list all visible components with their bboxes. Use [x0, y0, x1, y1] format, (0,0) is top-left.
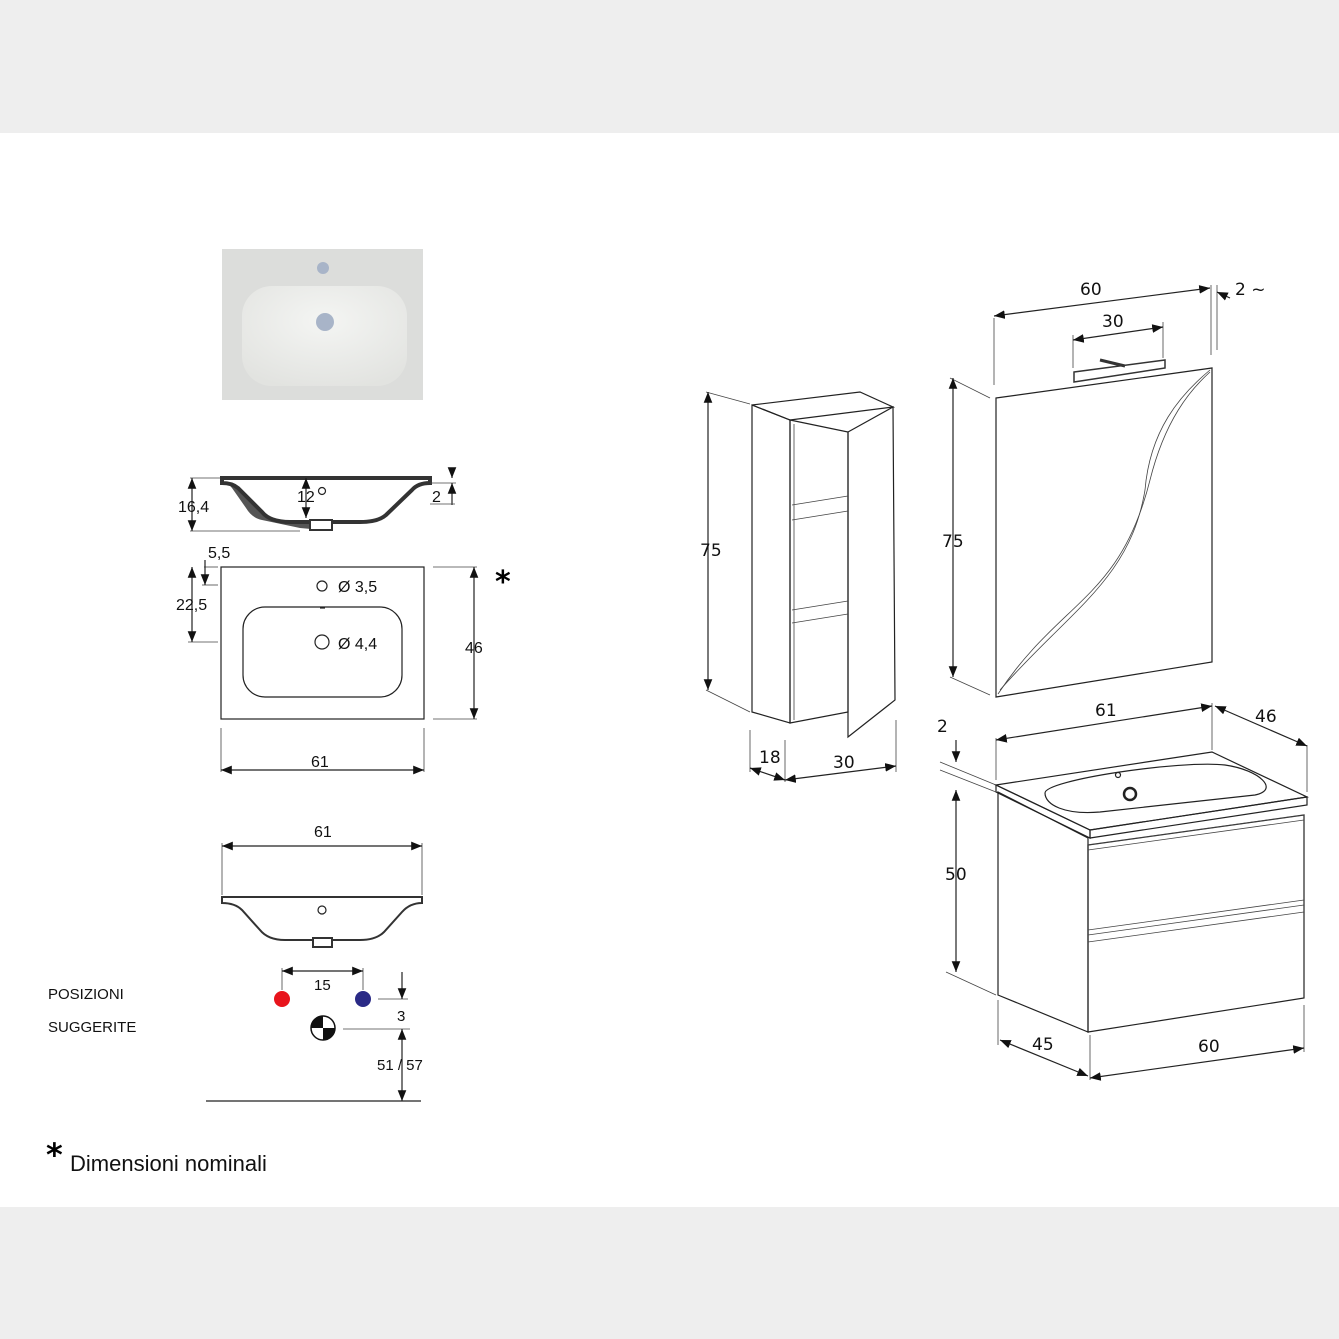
dim-drain-hole: Ø 4,4: [338, 636, 377, 653]
dim-offset: 3: [397, 1008, 405, 1025]
footnote-text: Dimensioni nominali: [70, 1151, 267, 1176]
dim-plan-depth: 46: [465, 640, 483, 657]
basin-photo: [222, 249, 423, 400]
dim-vanity-depth: 45: [1032, 1035, 1054, 1055]
mirror: [948, 285, 1231, 698]
dim-mirror-offset: 2 ~: [1235, 280, 1265, 300]
hot-water-marker: [274, 991, 290, 1007]
dim-plan-width: 61: [311, 754, 329, 771]
dim-front-width: 61: [314, 824, 332, 841]
bottom-band: [0, 1207, 1339, 1339]
dim-cabinet-width: 30: [833, 753, 855, 773]
top-band: [0, 0, 1339, 133]
dim-cabinet-depth: 18: [759, 748, 781, 768]
dim-top-thickness: 2: [937, 717, 948, 737]
dim-mirror-height: 75: [942, 532, 964, 552]
dim-section-rim: 2: [432, 489, 441, 506]
positions-label-line2: SUGGERITE: [48, 1019, 136, 1036]
dim-top-depth: 46: [1255, 707, 1277, 727]
cold-water-marker: [355, 991, 371, 1007]
dim-top-width: 61: [1095, 701, 1117, 721]
vanity-unit: [939, 703, 1310, 1081]
suggested-positions: [206, 966, 421, 1102]
dim-section-depth: 12: [297, 489, 315, 506]
dim-drain-offset: 22,5: [176, 597, 207, 614]
dim-top-offset: 5,5: [208, 545, 230, 562]
dim-vanity-width: 60: [1198, 1037, 1220, 1057]
dim-spacing: 15: [314, 977, 331, 994]
tall-cabinet: [703, 391, 897, 783]
drain-marker: [310, 1015, 336, 1041]
basin-front: [221, 841, 423, 948]
dim-height: 51 / 57: [377, 1057, 423, 1074]
nominal-asterisk: *: [495, 565, 511, 600]
dim-light-width: 30: [1102, 312, 1124, 332]
dim-mirror-width: 60: [1080, 280, 1102, 300]
dim-tap-hole: Ø 3,5: [338, 579, 377, 596]
positions-label-line1: POSIZIONI: [48, 986, 124, 1003]
basin-section: [187, 467, 457, 532]
dim-cabinet-height: 75: [700, 541, 722, 561]
footnote-asterisk: *: [46, 1136, 63, 1174]
dim-vanity-height: 50: [945, 865, 967, 885]
basin-plan: [187, 560, 479, 775]
dim-section-height: 16,4: [178, 499, 209, 516]
